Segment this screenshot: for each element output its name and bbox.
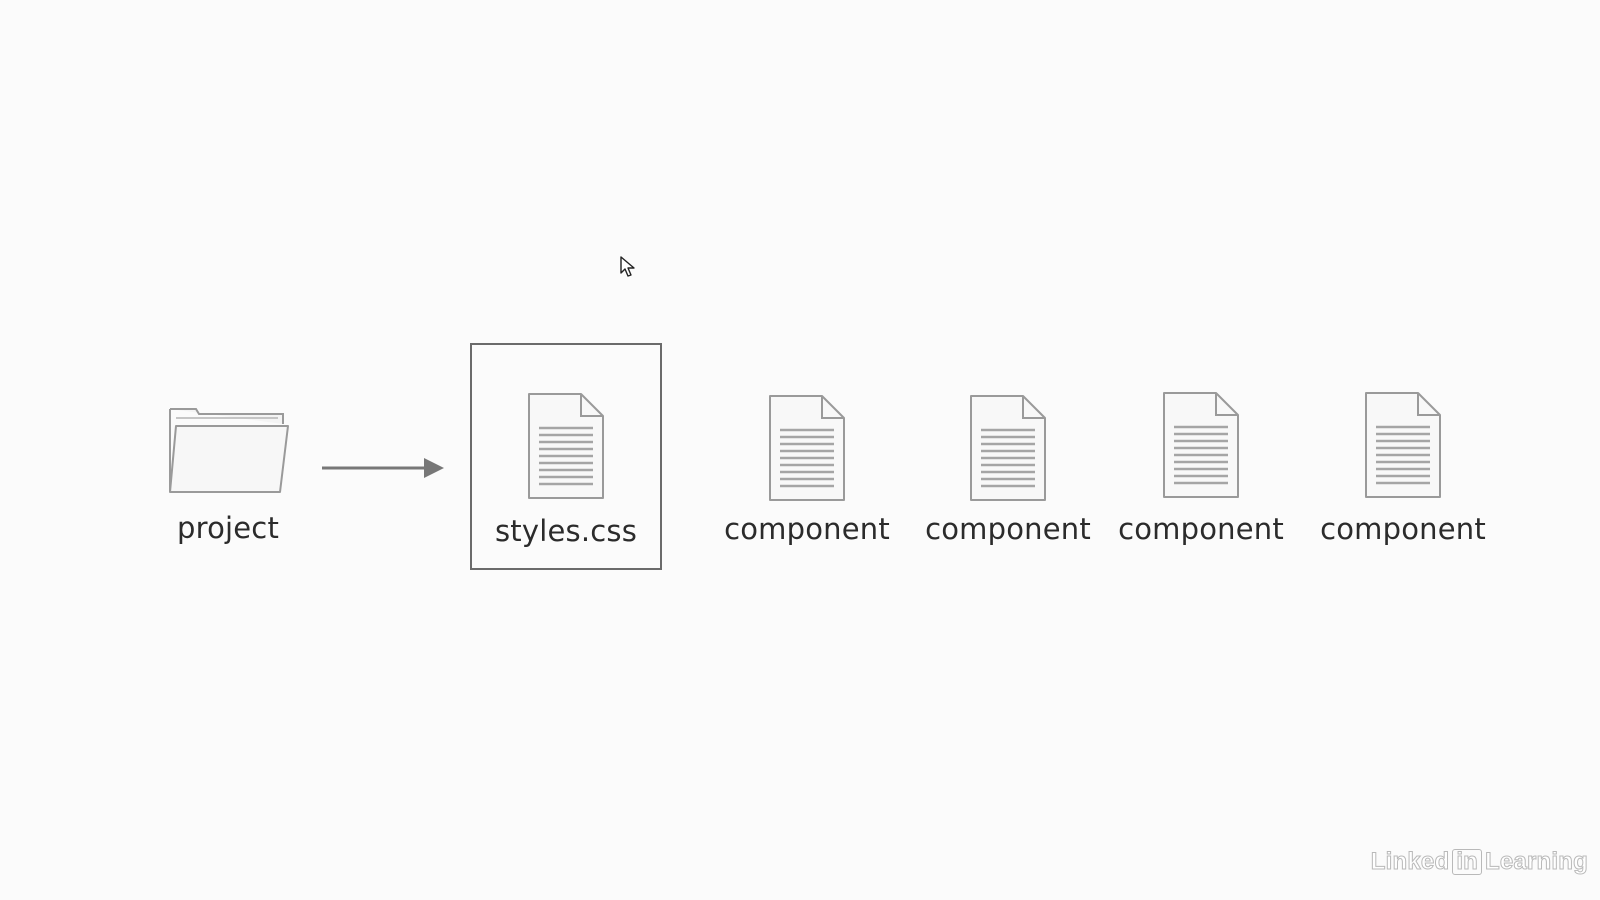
component-label: component bbox=[1320, 512, 1486, 546]
watermark-text-left: Linked bbox=[1370, 848, 1450, 876]
component-label: component bbox=[724, 512, 890, 546]
component-node: component bbox=[1318, 391, 1488, 546]
project-node: project bbox=[158, 404, 298, 545]
document-icon bbox=[528, 393, 604, 499]
folder-icon bbox=[169, 408, 289, 493]
styles-css-label: styles.css bbox=[494, 514, 638, 548]
styles-css-node: styles.css bbox=[476, 392, 656, 548]
watermark-text-right: Learning bbox=[1485, 848, 1589, 876]
project-label: project bbox=[176, 511, 280, 545]
linkedin-learning-watermark: Linked in Learning bbox=[1370, 848, 1589, 876]
component-node: component bbox=[923, 394, 1093, 546]
document-icon bbox=[970, 395, 1046, 501]
styles-css-highlight-box bbox=[470, 343, 662, 570]
arrow-right-icon bbox=[322, 458, 444, 478]
component-node: component bbox=[1116, 391, 1286, 546]
document-icon bbox=[769, 395, 845, 501]
document-icon bbox=[1365, 392, 1441, 498]
component-label: component bbox=[1118, 512, 1284, 546]
mouse-pointer-icon bbox=[620, 256, 635, 277]
document-icon bbox=[1163, 392, 1239, 498]
component-node: component bbox=[722, 394, 892, 546]
component-label: component bbox=[925, 512, 1091, 546]
watermark-logo-box: in bbox=[1452, 849, 1483, 875]
